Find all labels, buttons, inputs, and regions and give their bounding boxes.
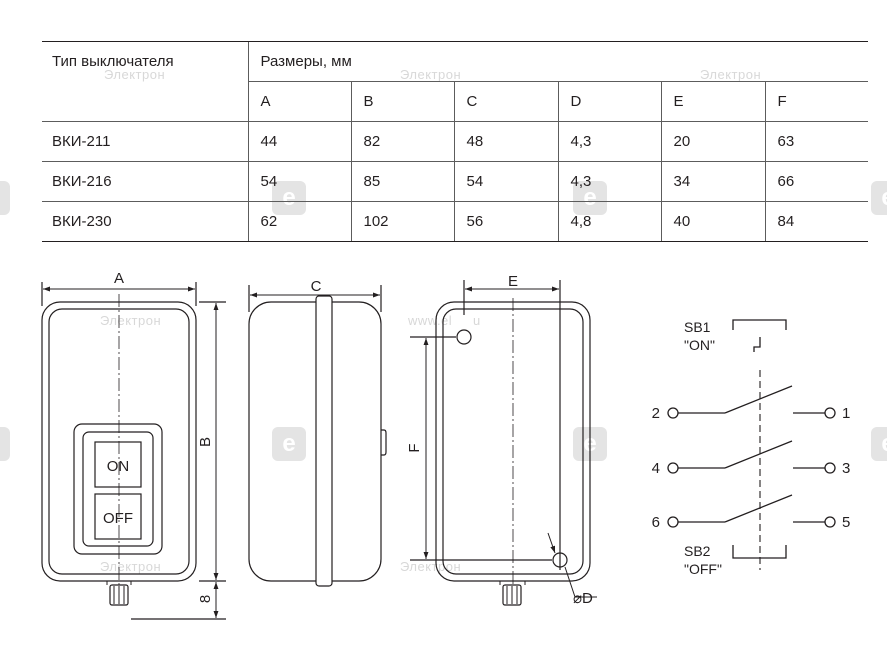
dim-label-b: B [197,437,214,447]
table-cell: 85 [350,161,454,202]
table-cell: 40 [660,201,765,242]
mounting-hole-top [456,329,472,345]
table-cell: 66 [764,161,869,202]
row-type: ВКИ-211 [42,121,248,162]
button-panel [73,423,163,555]
dim-label-f: F [406,443,423,452]
dims-header: Размеры, мм [247,41,869,82]
table-cell: 62 [247,201,351,242]
cable-gland [109,584,129,606]
terminal-label: 1 [842,405,850,422]
leader-line-d [547,532,556,554]
side-view [248,285,387,587]
off-button-frame [94,493,142,540]
back-view [410,280,597,606]
leader-line-d [564,566,576,598]
row-type: ВКИ-216 [42,161,248,202]
terminal-label: 3 [842,460,850,477]
front-view [41,282,226,620]
terminal-1 [824,407,836,419]
sb2-actuator-bracket [732,545,787,559]
table-cell: 82 [350,121,454,162]
table-cell: 34 [660,161,765,202]
column-header: E [660,81,765,122]
off-button: OFF [103,510,133,527]
table-cell: 102 [350,201,454,242]
side-seam [315,295,333,587]
table-cell: 4,3 [557,121,661,162]
table-cell: 4,8 [557,201,661,242]
column-header: D [557,81,661,122]
on-button: ON [107,458,130,475]
terminal-6 [667,516,679,528]
sb2-label: SB2 [684,543,711,559]
terminal-label: 5 [842,514,850,531]
dim-label-c: C [311,278,322,295]
dim-label-e: E [508,273,518,290]
terminal-2 [667,407,679,419]
table-header-row: Тип выключателя Размеры, мм [42,41,869,82]
column-header: A [247,81,351,122]
terminal-label: 6 [652,514,660,531]
table-cell: 4,3 [557,161,661,202]
contact-blade [724,385,793,414]
table-cell: 56 [453,201,558,242]
contact-blade [724,440,793,469]
table-cell: 63 [764,121,869,162]
terminal-4 [667,462,679,474]
table-row: ВКИ-216 54 85 54 4,3 34 66 [42,161,869,202]
terminal-3 [824,462,836,474]
column-header: B [350,81,454,122]
row-type: ВКИ-230 [42,201,248,242]
table-cell: 84 [764,201,869,242]
sb1-label: SB1 [684,319,711,335]
sb1-state: "ON" [684,337,715,353]
switch-schematic [667,319,836,570]
sb1-actuator-stem [753,337,761,352]
table-cell: 48 [453,121,558,162]
on-button-frame [94,441,142,488]
sb1-actuator-bracket [732,319,787,330]
table-cell: 44 [247,121,351,162]
table-row: ВКИ-230 62 102 56 4,8 40 84 [42,201,869,242]
dimensions-table: Тип выключателя Размеры, мм A B C D E F … [42,41,869,242]
terminal-label: 2 [652,405,660,422]
table-row: ВКИ-211 44 82 48 4,3 20 63 [42,121,869,162]
button-panel-inner [82,431,154,547]
dim-label-d: ⌀D [573,590,593,607]
table-cell: 54 [247,161,351,202]
table-cell: 20 [660,121,765,162]
side-housing-outline [248,301,382,582]
column-header: C [453,81,558,122]
type-header: Тип выключателя [42,41,248,82]
sb2-state: "OFF" [684,561,722,577]
dim-label-a: A [114,270,124,287]
dim-label-8: 8 [197,595,214,603]
table-subheader-row: A B C D E F [42,81,869,122]
mounting-hole-bottom [552,552,568,568]
side-button-profile [381,429,387,456]
cable-gland [502,584,522,606]
terminal-5 [824,516,836,528]
terminal-label: 4 [652,460,660,477]
column-header: F [764,81,869,122]
table-cell: 54 [453,161,558,202]
contact-blade [724,494,793,523]
